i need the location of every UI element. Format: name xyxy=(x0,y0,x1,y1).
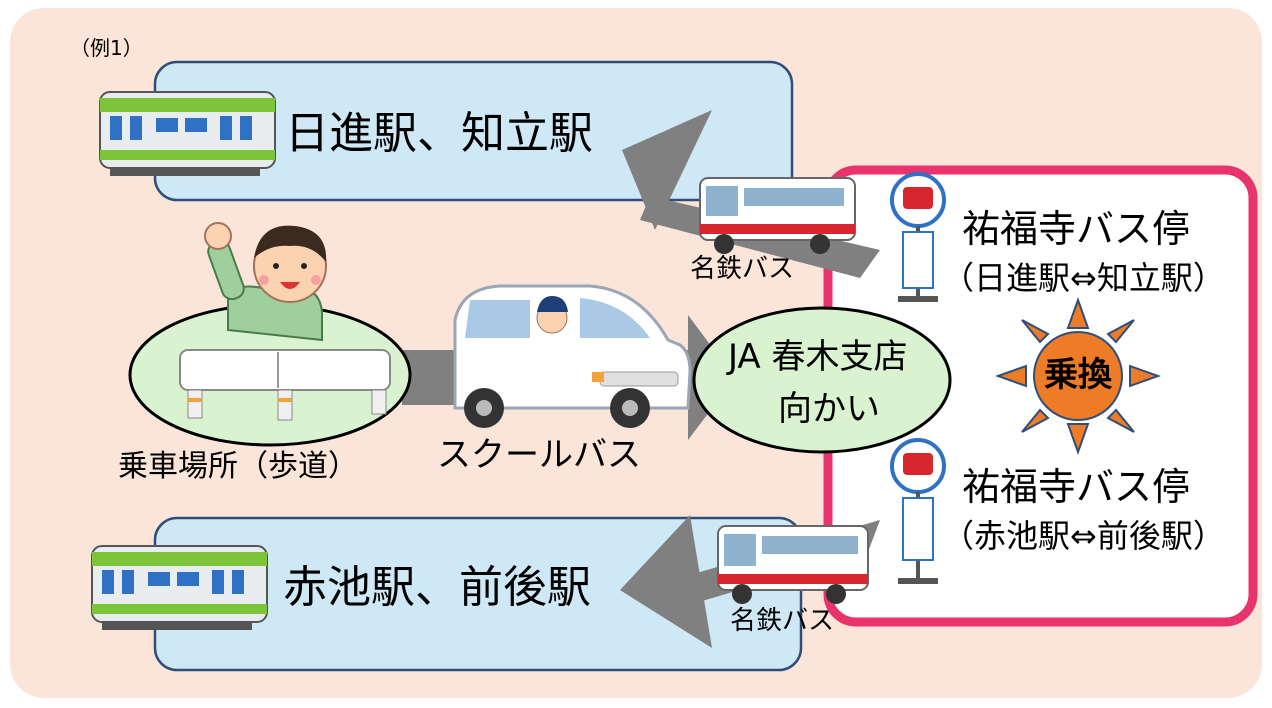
lower-stop-name: 祐福寺バス停 xyxy=(962,465,1191,509)
top-train-icon xyxy=(99,91,276,176)
transfer-sun-icon xyxy=(995,297,1161,455)
example-label: （例1） xyxy=(70,36,143,60)
school-bus-label: スクールバス xyxy=(437,435,641,475)
bottom-train-icon xyxy=(91,545,268,630)
ja-stop-line2: 向かい xyxy=(778,389,880,429)
meitetsu-bus-bottom-icon xyxy=(717,525,869,604)
ja-stop-ellipse xyxy=(692,306,952,454)
boarding-place-label: 乗車場所（歩道） xyxy=(118,449,358,484)
ja-stop-line1: JA 春木支店 xyxy=(728,337,908,377)
bus-stop-sign-lower-icon xyxy=(890,438,946,584)
bus-stop-sign-upper-icon xyxy=(890,172,946,302)
waving-student-icon xyxy=(204,222,327,342)
transfer-label: 乗換 xyxy=(1044,355,1112,395)
meitetsu-bus-top-icon xyxy=(699,177,856,254)
bottom-station-label: 赤池駅、前後駅 xyxy=(283,562,591,613)
school-bus-van-icon xyxy=(453,284,692,428)
top-station-label: 日進駅、知立駅 xyxy=(285,108,593,159)
meitetsu-bus-top-label: 名鉄バス xyxy=(690,254,795,284)
guard-rail-icon xyxy=(179,349,391,421)
meitetsu-bus-bottom-label: 名鉄バス xyxy=(730,606,835,636)
upper-stop-name: 祐福寺バス停 xyxy=(962,207,1191,251)
lower-stop-route: （赤池駅⇔前後駅） xyxy=(942,517,1225,555)
upper-stop-route: （日進駅⇔知立駅） xyxy=(942,259,1225,297)
